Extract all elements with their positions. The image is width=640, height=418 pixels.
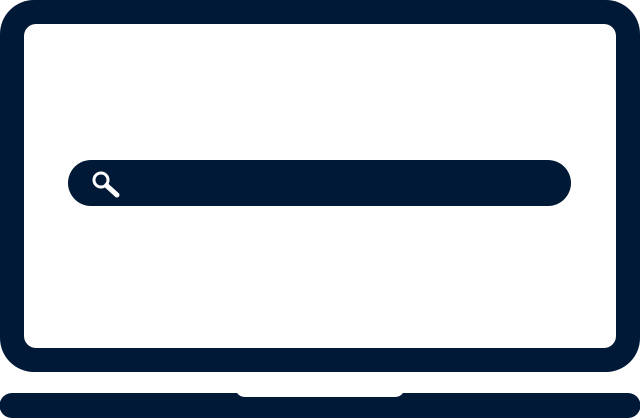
search-icon	[92, 171, 120, 198]
laptop-base	[0, 393, 640, 418]
search-bar[interactable]	[68, 160, 571, 206]
